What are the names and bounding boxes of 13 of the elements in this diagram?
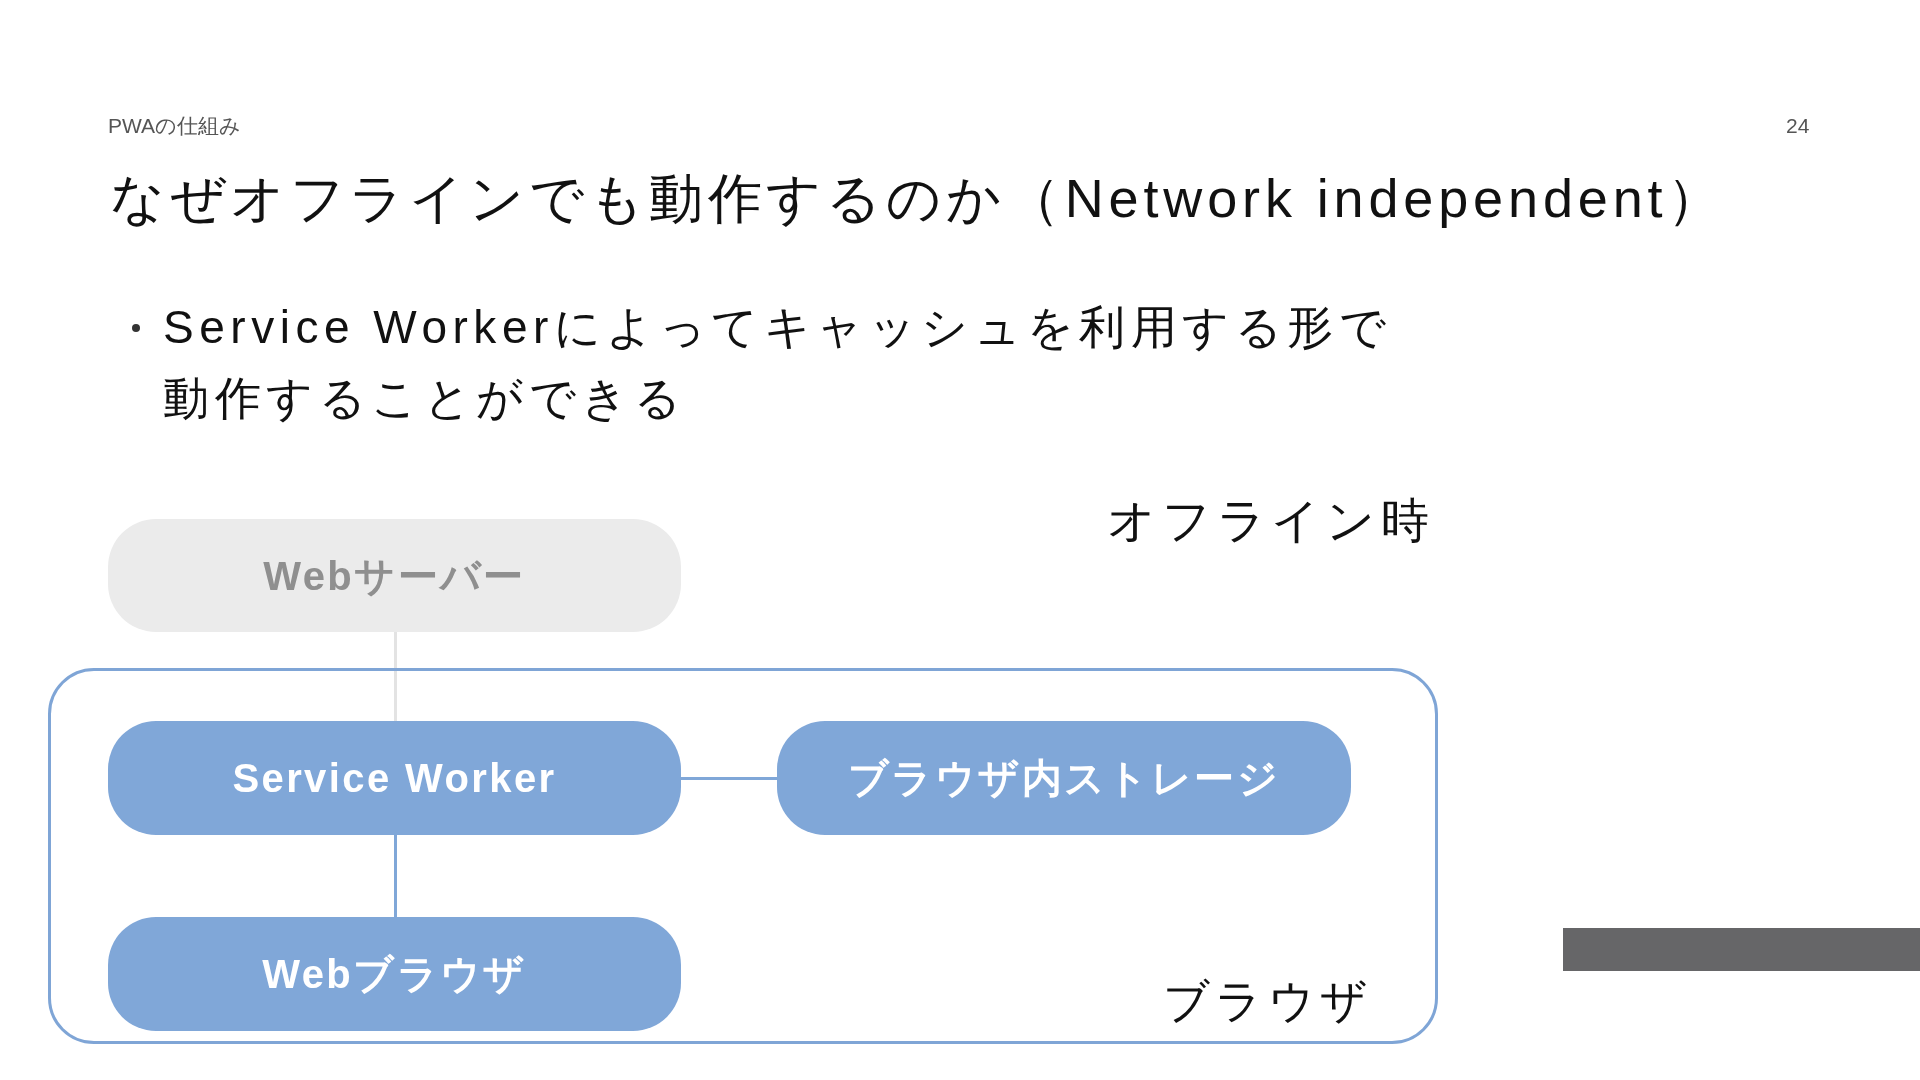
- node-label: Webブラウザ: [262, 951, 527, 998]
- slide-title: なぜオフラインでも動作するのか（Network independent）: [110, 167, 1727, 230]
- annotation-label: オフライン時: [1107, 493, 1435, 549]
- node-label: ブラウザ内ストレージ: [848, 755, 1280, 802]
- bullet-text: Service Workerによってキャッシュを利用する形で動作することができる: [163, 300, 1393, 426]
- node-label: Webサーバー: [263, 552, 526, 600]
- page-number: 24: [1786, 113, 1810, 139]
- connector-line: [681, 777, 777, 780]
- node-label: Service Worker: [232, 755, 557, 802]
- section-label: PWAの仕組み: [108, 113, 242, 139]
- connector-line: [394, 835, 397, 917]
- group-frame: [48, 668, 1438, 1044]
- frame-label: ブラウザ: [1162, 973, 1373, 1029]
